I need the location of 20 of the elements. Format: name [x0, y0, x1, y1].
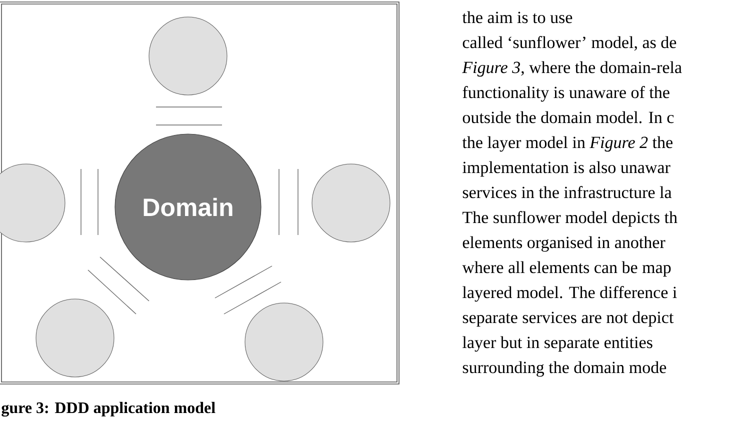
body-text-line: The sunflower model depicts th — [462, 211, 678, 227]
circle-shape — [244, 302, 324, 382]
figure-caption: gure 3: DDD application model — [2, 402, 216, 417]
body-text-line: the aim is to use — [462, 11, 572, 24]
body-text-line: where all elements can be map — [462, 261, 671, 277]
body-text-line: layer but in separate entities — [462, 336, 652, 352]
body-text-line: called ‘sunflower’ model, as de — [462, 36, 676, 51]
body-text-line: functionality is unaware of the — [462, 86, 670, 102]
body-text-line: surrounding the domain mode — [462, 361, 666, 377]
body-text-line: the layer model in Figure 2 the — [462, 136, 672, 152]
circle-shape — [312, 164, 390, 242]
body-text-line: layered model. The difference i — [462, 286, 677, 302]
body-text-line: implementation is also unawar — [462, 161, 670, 177]
circle-shape — [148, 16, 228, 96]
body-text-line: elements organised in another — [462, 236, 666, 252]
body-text-line: Figure 3, where the domain-rela — [462, 61, 682, 77]
body-text-line: services in the infrastructure la — [462, 186, 672, 198]
body-text-line: separate services are not depict — [462, 311, 674, 327]
circle-shape — [36, 298, 114, 378]
body-text-line: outside the domain model. In c — [462, 111, 674, 124]
